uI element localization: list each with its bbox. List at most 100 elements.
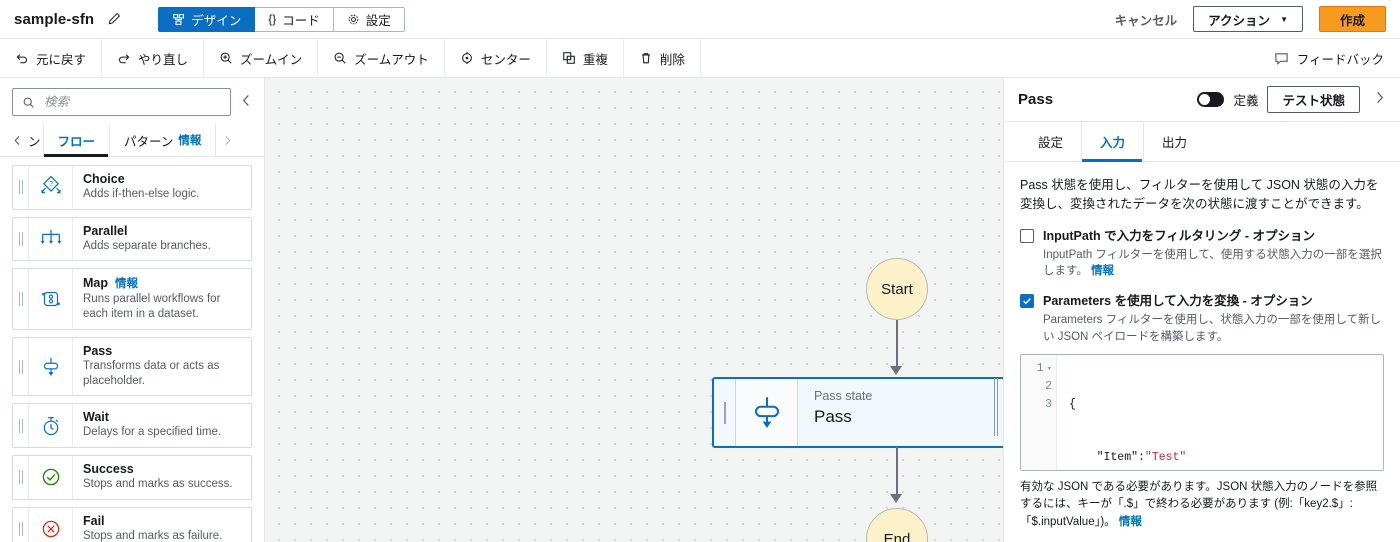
state-card-title-text: Choice <box>83 172 125 186</box>
tab-input-label: 入力 <box>1100 136 1126 150</box>
state-card-fail[interactable]: Fail Stops and marks as failure. <box>12 506 252 542</box>
tab-settings[interactable]: 設定 <box>1020 122 1083 161</box>
definition-toggle[interactable] <box>1197 92 1225 107</box>
state-card-parallel[interactable]: Parallel Adds separate branches. <box>12 216 252 262</box>
workflow-canvas-wrap: Start Pass state Pass <box>265 78 1003 542</box>
inputpath-checkbox[interactable] <box>1020 228 1034 243</box>
node-start-label: Start <box>881 280 913 298</box>
state-config-tabs: 設定 入力 出力 <box>1004 122 1400 162</box>
chevron-left-icon <box>14 135 19 145</box>
header-actions: キャンセル アクション ▼ 作成 <box>1115 6 1386 32</box>
state-card-choice[interactable]: ? Choice Adds if-then-else logic. <box>12 165 252 210</box>
node-start[interactable]: Start <box>866 258 928 320</box>
card-text: Choice Adds if-then-else logic. <box>73 166 251 209</box>
editor-code-lines[interactable]: { "Item":"Test" } <box>1057 355 1383 470</box>
card-text: Fail Stops and marks as failure. <box>73 508 251 542</box>
editor-line-number: 2 <box>1045 380 1052 393</box>
code-line-2: "Item":"Test" <box>1069 449 1383 467</box>
state-card-success[interactable]: Success Stops and marks as success. <box>12 455 252 500</box>
drag-handle-icon[interactable] <box>13 337 29 396</box>
tab-settings-label: 設定 <box>1038 136 1064 150</box>
state-card-title-text: Success <box>83 462 134 477</box>
zoom-out-label: ズームアウト <box>354 52 429 67</box>
zoom-out-button[interactable]: ズームアウト <box>318 38 445 78</box>
edit-name-button[interactable] <box>104 9 124 29</box>
tabstrip-next-button[interactable] <box>216 124 238 156</box>
sidebar-tab-patterns-info-link[interactable]: 情報 <box>178 135 202 147</box>
tab-output[interactable]: 出力 <box>1144 122 1205 161</box>
drag-handle-icon[interactable] <box>13 404 29 448</box>
card-text: Pass Transforms data or acts as placehol… <box>73 338 251 395</box>
tabstrip-prev-button[interactable] <box>6 124 28 156</box>
state-card-desc: Transforms data or acts as placeholder. <box>83 359 220 387</box>
chevron-down-icon: ▼ <box>1280 14 1288 24</box>
tab-config-label: 設定 <box>365 13 391 28</box>
workflow-title: sample-sfn <box>14 10 95 28</box>
collapse-sidebar-button[interactable] <box>237 94 256 110</box>
inputpath-info-link[interactable]: 情報 <box>1091 265 1115 278</box>
search-box[interactable] <box>12 88 231 116</box>
state-card-title: Parallel <box>83 224 243 238</box>
chevron-right-icon <box>225 135 231 145</box>
workflow-canvas[interactable]: Start Pass state Pass <box>265 78 1003 542</box>
create-button[interactable]: 作成 <box>1318 6 1386 32</box>
state-card-info-link[interactable]: 情報 <box>115 278 138 291</box>
zoom-in-button[interactable]: ズームイン <box>204 38 319 78</box>
editor-line-number: 1▾ <box>1021 360 1052 378</box>
search-icon <box>23 97 34 108</box>
center-icon <box>461 51 472 65</box>
app-header: sample-sfn デザイン {} コード <box>0 0 1400 39</box>
tab-config[interactable]: 設定 <box>333 6 405 32</box>
feedback-button[interactable]: フィードバック <box>1258 49 1400 68</box>
tab-input[interactable]: 入力 <box>1082 122 1145 162</box>
state-card-wait[interactable]: Wait Delays for a specified time. <box>12 403 252 449</box>
definition-toggle-label: 定義 <box>1233 94 1259 108</box>
drag-handle-icon[interactable] <box>13 507 29 542</box>
test-state-button[interactable]: テスト状態 <box>1267 86 1360 113</box>
sidebar-tab-patterns[interactable]: パターン 情報 <box>110 124 217 156</box>
redo-icon <box>119 54 130 64</box>
drag-handle-icon[interactable] <box>13 166 29 209</box>
canvas-scrollbar[interactable] <box>993 378 999 436</box>
tab-design[interactable]: デザイン <box>158 6 256 32</box>
sidebar-tab-flow-label: フロー <box>57 134 96 149</box>
state-card-title: Map 情報 <box>83 275 243 291</box>
parameters-checkbox[interactable] <box>1020 293 1034 308</box>
state-card-title-text: Wait <box>83 410 109 425</box>
undo-button[interactable]: 元に戻す <box>0 38 103 78</box>
collapse-panel-button[interactable] <box>1369 91 1390 108</box>
node-end[interactable]: End <box>866 508 928 542</box>
chevron-left-icon <box>242 95 249 106</box>
feedback-label: フィードバック <box>1296 52 1384 67</box>
duplicate-button[interactable]: 重複 <box>547 38 624 78</box>
actions-dropdown[interactable]: アクション ▼ <box>1193 6 1303 32</box>
undo-label: 元に戻す <box>36 52 87 67</box>
search-input[interactable] <box>42 94 221 110</box>
sidebar-tab-actions[interactable]: ン <box>28 124 44 156</box>
editor-code-area[interactable]: 1▾ 2 3 { "Item":"Test" } <box>1021 355 1383 471</box>
parameters-json-editor[interactable]: 1▾ 2 3 { "Item":"Test" } <box>1020 354 1384 472</box>
drag-handle-icon[interactable] <box>714 379 736 446</box>
state-card-desc: Adds if-then-else logic. <box>83 188 200 200</box>
delete-button[interactable]: 削除 <box>624 38 701 78</box>
svg-text:?: ? <box>48 179 52 188</box>
drag-handle-icon[interactable] <box>13 269 29 329</box>
parameters-footer-note: 有効な JSON である必要があります。JSON 状態入力のノードを参照するには… <box>1020 479 1384 531</box>
fold-arrow-icon[interactable]: ▾ <box>1046 364 1052 375</box>
sidebar-tab-flow[interactable]: フロー <box>43 124 111 157</box>
redo-button[interactable]: やり直し <box>102 38 205 78</box>
sidebar-tabstrip: ン フロー パターン 情報 <box>0 124 264 157</box>
tab-output-label: 出力 <box>1162 136 1188 150</box>
inputpath-option-row: InputPath で入力をフィルタリング - オプション InputPath … <box>1020 228 1384 280</box>
code-value: "Test" <box>1144 451 1187 465</box>
parameters-footer-info-link[interactable]: 情報 <box>1118 515 1142 528</box>
state-card-pass[interactable]: Pass Transforms data or acts as placehol… <box>12 336 252 397</box>
drag-handle-icon[interactable] <box>13 217 29 261</box>
state-card-desc: Stops and marks as success. <box>83 478 233 491</box>
tab-code[interactable]: {} コード <box>255 6 334 32</box>
cancel-button[interactable]: キャンセル <box>1114 13 1178 28</box>
center-button[interactable]: センター <box>445 38 547 78</box>
drag-handle-icon[interactable] <box>13 456 29 499</box>
state-card-map[interactable]: Map 情報 Runs parallel workflows for each … <box>12 268 252 330</box>
node-pass[interactable]: Pass state Pass <box>712 377 1003 448</box>
